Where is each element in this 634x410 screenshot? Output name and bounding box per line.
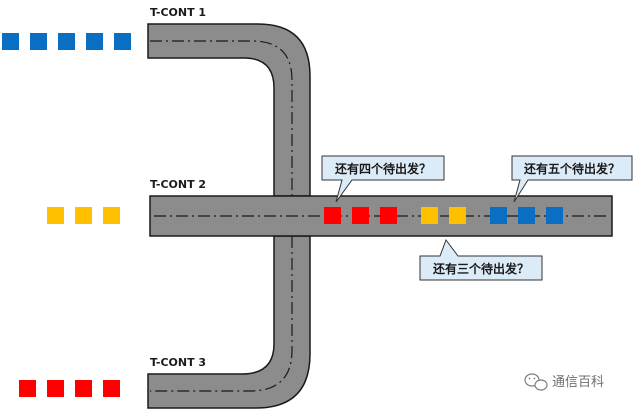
queue-packet-red [47, 380, 64, 397]
wechat-icon [524, 373, 548, 391]
tcont3-road [147, 235, 311, 409]
callout-five-waiting-text: 还有五个待出发？ [523, 161, 620, 176]
road-packets [324, 207, 563, 224]
tcont2-queue [47, 207, 120, 224]
queue-packet-blue [58, 33, 75, 50]
tcont2-label: T-CONT 2 [150, 178, 206, 191]
road-packet-yellow [421, 207, 438, 224]
callout-four-waiting: 还有四个待出发？ [321, 155, 445, 203]
road-packet-blue [546, 207, 563, 224]
queue-packet-yellow [47, 207, 64, 224]
tcont3-queue [19, 380, 120, 397]
watermark: 通信百科 [524, 373, 604, 391]
queue-packet-red [103, 380, 120, 397]
tcont1-queue [2, 33, 131, 50]
queue-packet-blue [30, 33, 47, 50]
lane-marking-bottom [150, 236, 293, 392]
road-packet-red [352, 207, 369, 224]
callout-three-waiting-text: 还有三个待出发？ [432, 261, 529, 276]
tcont3-label: T-CONT 3 [150, 356, 206, 369]
road-packet-red [324, 207, 341, 224]
tcont1-road [147, 23, 311, 197]
road-packet-yellow [449, 207, 466, 224]
queue-packet-blue [86, 33, 103, 50]
road-packet-blue [490, 207, 507, 224]
road-packet-blue [518, 207, 535, 224]
queue-packet-yellow [103, 207, 120, 224]
callout-four-waiting-text: 还有四个待出发？ [334, 161, 431, 176]
queue-packet-blue [2, 33, 19, 50]
watermark-text: 通信百科 [552, 375, 604, 390]
tcont1-label: T-CONT 1 [150, 6, 206, 19]
lane-marking-top [150, 40, 293, 196]
callout-five-waiting: 还有五个待出发？ [511, 155, 633, 203]
road-packet-red [380, 207, 397, 224]
queue-packet-blue [114, 33, 131, 50]
queue-packet-red [19, 380, 36, 397]
queue-packet-yellow [75, 207, 92, 224]
callout-three-waiting: 还有三个待出发？ [419, 238, 543, 281]
queue-packet-red [75, 380, 92, 397]
